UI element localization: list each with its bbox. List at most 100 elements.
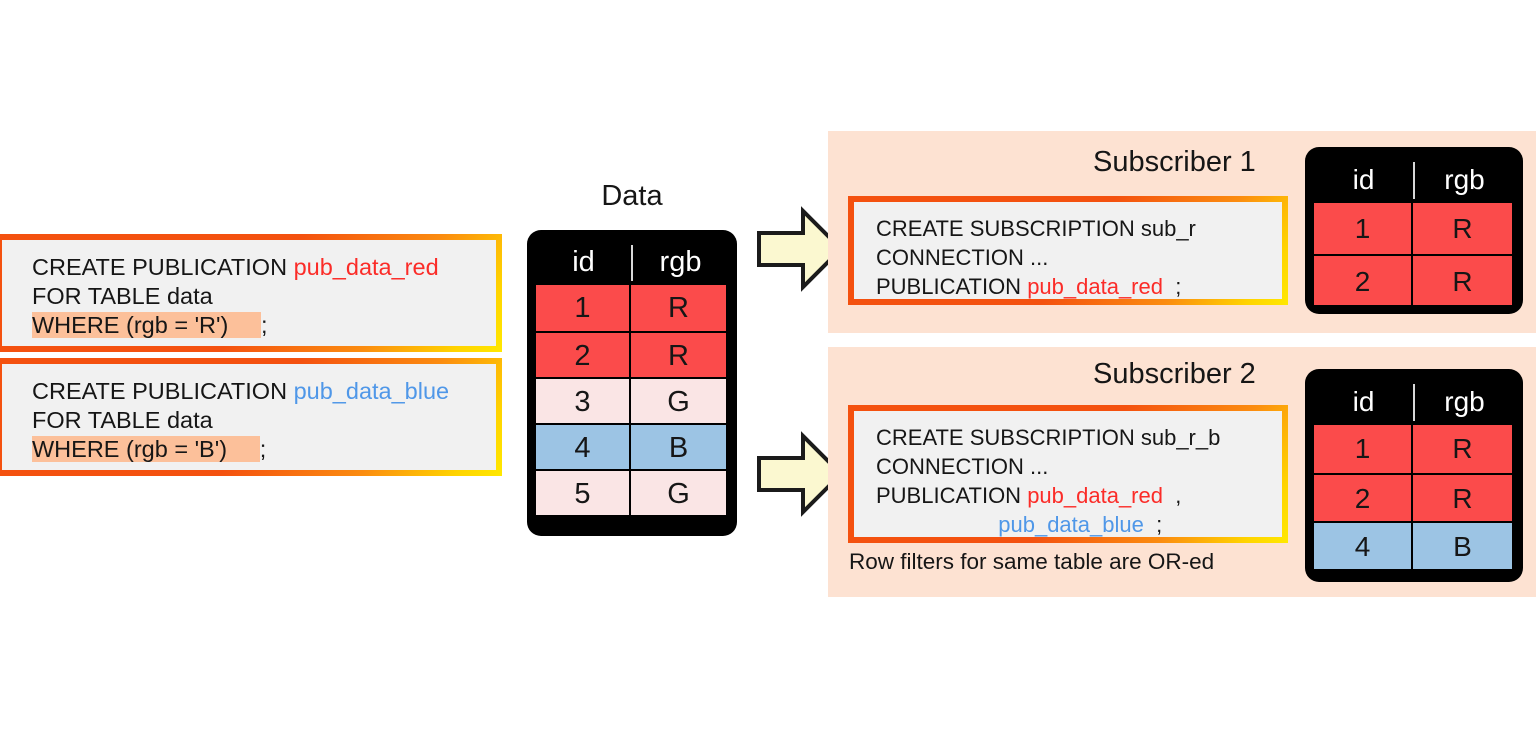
code-token: CREATE SUBSCRIPTION sub_r — [876, 216, 1196, 241]
code-line: FOR TABLE data — [32, 282, 496, 311]
column-divider — [1413, 384, 1415, 421]
arrow-to-subscriber-2-icon — [757, 430, 844, 518]
cell-rgb: B — [1413, 521, 1512, 569]
column-divider — [1413, 162, 1415, 199]
cell-rgb: B — [631, 423, 726, 469]
code-token: ; — [259, 436, 267, 462]
code-line: PUBLICATION pub_data_red , — [876, 481, 1282, 510]
cell-rgb: R — [631, 285, 726, 331]
code-line: CREATE PUBLICATION pub_data_red — [32, 253, 496, 282]
cell-id: 2 — [1314, 254, 1413, 305]
code-token: pub_data_red — [1027, 483, 1163, 508]
subscriber-1-table-header: id rgb — [1314, 156, 1514, 203]
subscriber-1-title: Subscriber 1 — [1093, 146, 1256, 178]
code-token: WHERE (rgb = 'R') — [32, 312, 261, 338]
code-line: CONNECTION ... — [876, 452, 1282, 481]
cell-id: 3 — [536, 377, 631, 423]
code-token: CONNECTION ... — [876, 454, 1049, 479]
cell-rgb: R — [631, 331, 726, 377]
subscriber-2-title: Subscriber 2 — [1093, 358, 1256, 390]
code-line: WHERE (rgb = 'R') ; — [32, 311, 496, 340]
code-token: CREATE PUBLICATION — [32, 254, 294, 280]
code-token — [876, 512, 998, 537]
cell-rgb: G — [631, 469, 726, 515]
column-header-id: id — [1352, 385, 1375, 417]
code-token: pub_data_red — [1027, 274, 1163, 299]
cell-rgb: R — [1413, 203, 1512, 254]
code-line: CREATE SUBSCRIPTION sub_r — [876, 214, 1282, 243]
column-header-rgb: rgb — [1444, 385, 1485, 417]
code-line: CREATE PUBLICATION pub_data_blue — [32, 377, 496, 406]
cell-rgb: R — [1413, 254, 1512, 305]
cell-id: 2 — [1314, 473, 1413, 521]
code-token: CONNECTION ... — [876, 245, 1049, 270]
code-token: CREATE SUBSCRIPTION sub_r_b — [876, 425, 1221, 450]
cell-id: 4 — [1314, 521, 1413, 569]
column-header-rgb: rgb — [1444, 163, 1485, 195]
code-token: ; — [1143, 512, 1163, 537]
data-table-header: id rgb — [536, 239, 728, 285]
cell-id: 1 — [536, 285, 631, 331]
subscriber-2-note: Row filters for same table are OR-ed — [849, 549, 1215, 574]
code-token: WHERE (rgb = 'B') — [32, 436, 260, 462]
cell-rgb: R — [1413, 473, 1512, 521]
code-line: pub_data_blue ; — [876, 510, 1282, 539]
cell-id: 1 — [1314, 425, 1413, 473]
code-token: , — [1162, 483, 1182, 508]
code-token: pub_data_blue — [293, 378, 450, 404]
subscriber-2-table-header: id rgb — [1314, 378, 1514, 425]
column-header-id: id — [572, 245, 595, 278]
cell-id: 5 — [536, 469, 631, 515]
cell-id: 4 — [536, 423, 631, 469]
data-table-title: Data — [601, 180, 663, 212]
code-token: FOR TABLE data — [32, 283, 213, 309]
cell-id: 2 — [536, 331, 631, 377]
code-line: CONNECTION ... — [876, 243, 1282, 272]
code-line: CREATE SUBSCRIPTION sub_r_b — [876, 423, 1282, 452]
column-header-id: id — [1352, 163, 1375, 195]
column-header-rgb: rgb — [659, 245, 702, 278]
arrow-to-subscriber-1-icon — [757, 205, 844, 293]
code-line: WHERE (rgb = 'B') ; — [32, 435, 496, 464]
code-token: ; — [261, 312, 268, 338]
code-token: CREATE PUBLICATION — [32, 378, 294, 404]
code-token: pub_data_red — [293, 254, 439, 280]
column-divider — [631, 245, 633, 281]
code-token: FOR TABLE data — [32, 407, 213, 433]
code-line: PUBLICATION pub_data_red ; — [876, 272, 1282, 301]
code-line: FOR TABLE data — [32, 406, 496, 435]
cell-id: 1 — [1314, 203, 1413, 254]
code-token: PUBLICATION — [876, 274, 1028, 299]
